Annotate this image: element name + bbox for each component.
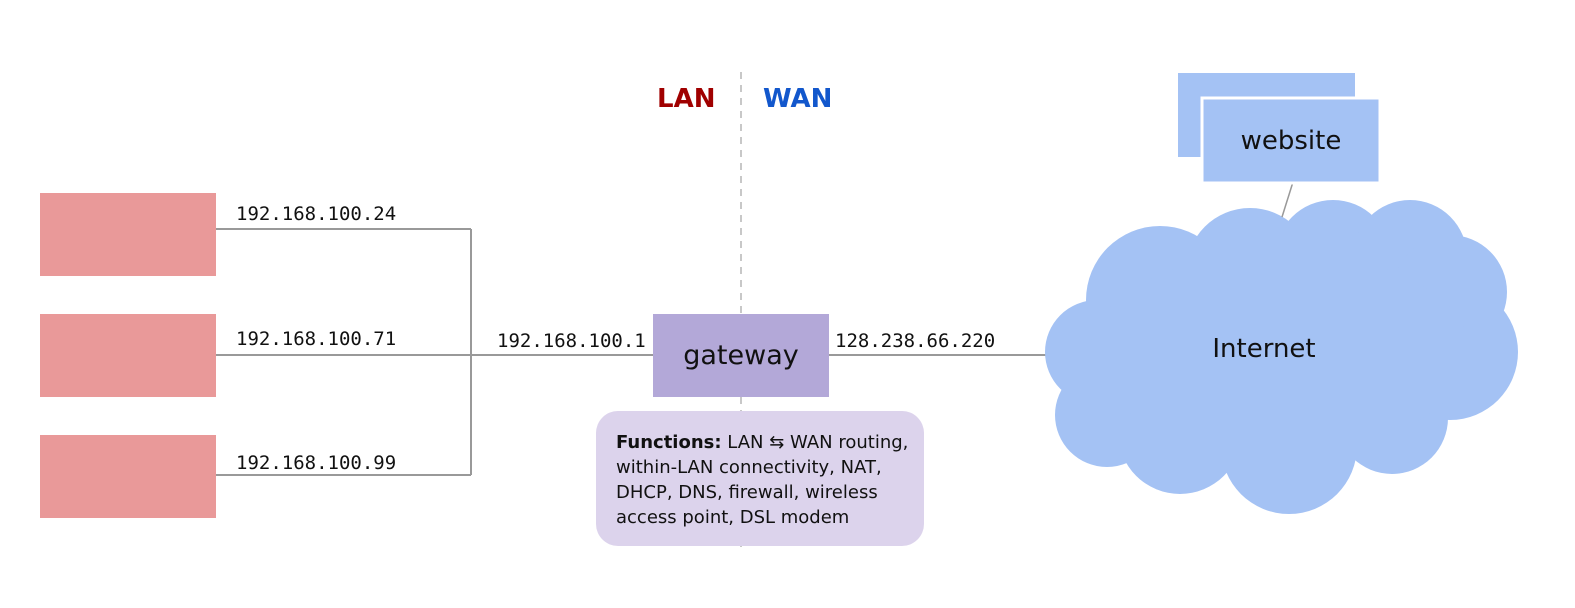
website-label: website	[1240, 126, 1342, 156]
device-2-ip: 192.168.100.71	[236, 328, 397, 350]
gateway-label: gateway	[683, 340, 799, 371]
device-3-box	[40, 435, 216, 518]
website-link	[1281, 181, 1294, 218]
lan-zone-label: LAN	[657, 84, 716, 114]
internet-label: Internet	[1212, 334, 1316, 364]
device-1-box	[40, 193, 216, 276]
gateway-wan-ip: 128.238.66.220	[835, 330, 996, 352]
internet-cloud	[1045, 200, 1518, 514]
functions-title: Functions:	[616, 432, 722, 453]
functions-text: LAN ⇆ WAN routing, within-LAN connectivi…	[616, 432, 909, 528]
device-2-box	[40, 314, 216, 397]
gateway-functions-box: Functions: LAN ⇆ WAN routing, within-LAN…	[596, 411, 924, 546]
gateway-box	[653, 314, 829, 397]
wan-zone-label: WAN	[763, 84, 833, 114]
website-front-box	[1200, 96, 1382, 185]
device-1-ip: 192.168.100.24	[236, 203, 397, 225]
lan-wiring	[216, 228, 653, 476]
gateway-lan-ip: 192.168.100.1	[497, 330, 646, 352]
device-3-ip: 192.168.100.99	[236, 452, 397, 474]
